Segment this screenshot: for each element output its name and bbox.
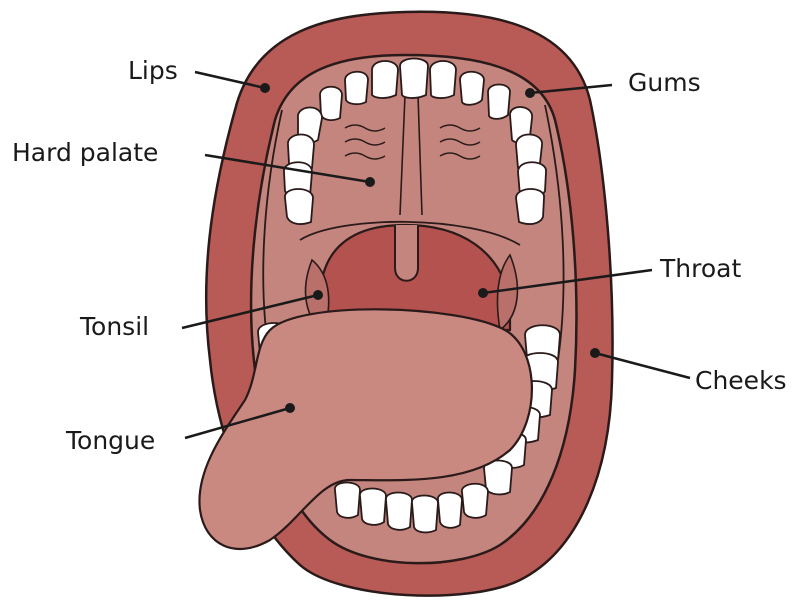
- label-cheeks: Cheeks: [695, 368, 787, 393]
- label-lips: Lips: [128, 58, 178, 83]
- label-gums: Gums: [628, 70, 701, 95]
- cheeks-dot: [590, 348, 600, 358]
- uvula-shape: [395, 225, 418, 281]
- label-tongue: Tongue: [66, 428, 155, 453]
- label-throat: Throat: [660, 256, 741, 281]
- hard-palate-dot: [365, 177, 375, 187]
- label-hard-palate: Hard palate: [12, 140, 158, 165]
- throat-dot: [478, 288, 488, 298]
- tongue-dot: [285, 403, 295, 413]
- gums-dot: [525, 88, 535, 98]
- lips-dot: [260, 83, 270, 93]
- tonsil-dot: [313, 290, 323, 300]
- label-tonsil: Tonsil: [80, 314, 149, 339]
